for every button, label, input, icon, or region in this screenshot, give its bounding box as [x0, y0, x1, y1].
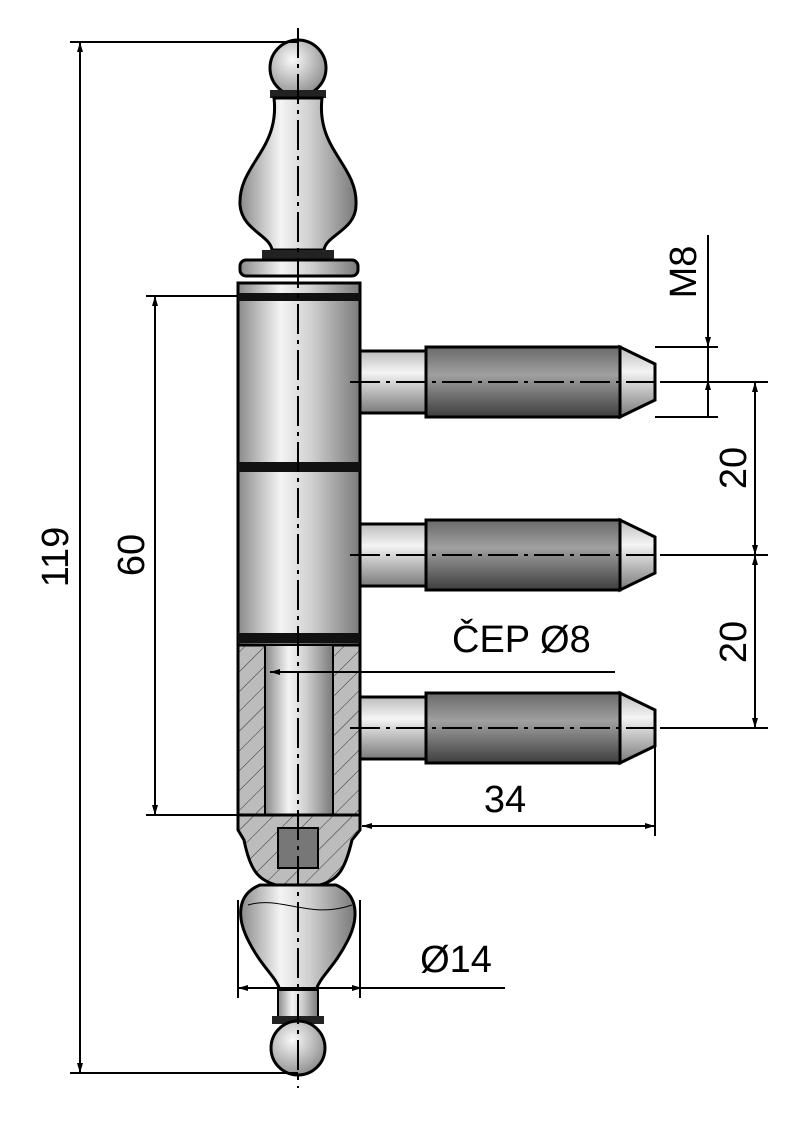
- dim-body-length: 60: [111, 534, 153, 576]
- dim-pin-spacing-2: 20: [713, 621, 755, 663]
- dim-overall-length: 119: [35, 527, 77, 588]
- dim-body-diameter: Ø14: [420, 939, 492, 981]
- dim-thread: M8: [663, 246, 705, 299]
- dim-pin-spacing-1: 20: [713, 447, 755, 489]
- dimension-lines: [70, 41, 768, 1074]
- dim-pin-length: 34: [484, 779, 526, 821]
- center-lines: [297, 28, 690, 1088]
- dim-pin-label: ČEP Ø8: [452, 617, 591, 661]
